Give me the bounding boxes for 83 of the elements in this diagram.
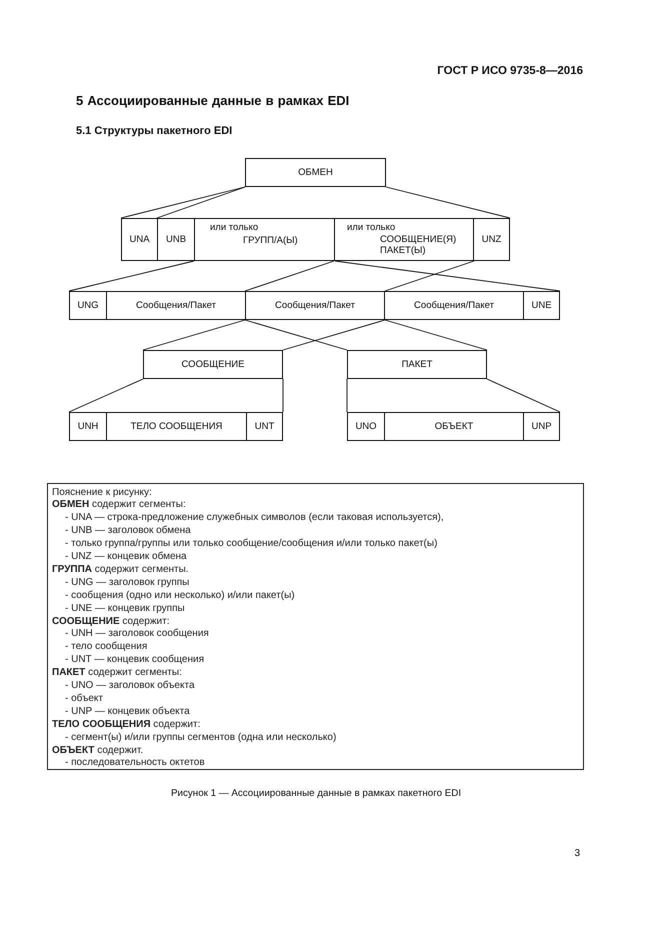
note-line: ОБЪЕКТ содержит.: [52, 744, 144, 756]
node-label: UNP: [531, 421, 552, 432]
expansion-line: [120, 186, 246, 218]
expansion-line: [282, 320, 386, 350]
expansion-line: [346, 378, 348, 412]
segment-box: [69, 412, 107, 441]
segment-box: [473, 218, 510, 261]
note-line: ТЕЛО СООБЩЕНИЯ содержит:: [52, 718, 200, 731]
note-line: - сегмент(ы) и/или группы сегментов (одна или несколько): [65, 732, 336, 744]
note-line: ОБМЕН содержит сегменты:: [52, 499, 186, 512]
section-heading: 5 Ассоциированные данные в рамках EDI: [76, 93, 350, 108]
expansion-line: [244, 320, 348, 350]
node-label: ТЕЛО СООБЩЕНИЯ: [130, 421, 222, 432]
segment-box: [523, 412, 560, 441]
expansion-line: [156, 186, 246, 218]
expansion-line: [386, 186, 510, 218]
node-label: Сообщения/Пакет: [414, 300, 494, 311]
segment-box: [347, 350, 487, 379]
segment-box: [106, 291, 246, 320]
node-label: UNB: [166, 234, 186, 245]
note-line: - UNT — концевик сообщения: [65, 654, 204, 666]
node-label: СООБЩЕНИЕ(Я) ПАКЕТ(Ы): [380, 234, 456, 256]
note-line: - UNZ — концевик обмена: [65, 551, 187, 563]
expansion-line: [244, 260, 334, 292]
running-header: ГОСТ Р ИСО 9735-8—2016: [437, 65, 583, 77]
node-label: UNA: [129, 234, 150, 245]
node-label: СООБЩЕНИЕ: [182, 359, 244, 370]
note-line: - UNH — заголовок сообщения: [65, 628, 209, 640]
segment-box: [106, 412, 247, 441]
node-label: ГРУПП/А(Ы): [243, 235, 298, 246]
page-number: 3: [574, 848, 580, 859]
note-line: - тело сообщения: [65, 641, 148, 654]
node-label: ОБМЕН: [298, 167, 333, 178]
segment-box: [143, 350, 283, 379]
expansion-line: [384, 320, 488, 350]
node-label: UNZ: [482, 234, 502, 245]
expansion-line: [68, 378, 144, 412]
note-line: - UNG — заголовок группы: [65, 576, 190, 589]
note-line: - только группа/группы или только сообщение/сообщения и/или только пакет(ы): [65, 538, 438, 550]
note-line: - UNB — заголовок обмена: [65, 525, 191, 538]
expansion-line: [334, 260, 560, 292]
expansion-line: [68, 260, 194, 292]
node-label: ПАКЕТ: [402, 359, 432, 370]
note-line: СООБЩЕНИЕ содержит:: [52, 616, 170, 628]
note-line: - UNA — строка-предложение служебных символов (если таковая используется),: [65, 512, 444, 524]
node-label: UNG: [77, 300, 99, 311]
note-line: - последовательность октетов: [65, 757, 205, 770]
note-line: Пояснение к рисунку:: [52, 486, 152, 498]
segment-box: [334, 218, 474, 261]
note-line: - UNO — заголовок объекта: [65, 680, 195, 692]
node-label: Сообщения/Пакет: [136, 300, 216, 311]
segment-box: [194, 218, 335, 261]
note-line: - объект: [65, 692, 103, 705]
segment-box: [157, 218, 195, 261]
segment-box: [121, 218, 158, 261]
note-line: - UNE — концевик группы: [65, 602, 185, 615]
note-line: - UNP — концевик объекта: [65, 706, 190, 718]
segment-box: [347, 412, 385, 441]
node-label: Сообщения/Пакет: [275, 300, 355, 311]
segment-box: [69, 291, 107, 320]
note-line: ПАКЕТ содержит сегменты:: [52, 667, 182, 680]
segment-box: [384, 412, 524, 441]
note-line: - сообщения (одно или несколько) и/или пакет(ы): [65, 590, 295, 602]
qualifier-label: или только: [210, 222, 258, 233]
structure-box: [245, 158, 386, 187]
note-line: ГРУППА содержит сегменты.: [52, 564, 189, 576]
node-label: ОБЪЕКТ: [434, 421, 474, 432]
expansion-line: [142, 320, 246, 350]
segment-box: [245, 291, 385, 320]
segment-box: [384, 291, 524, 320]
expansion-line: [282, 378, 284, 412]
segment-box: [246, 412, 283, 441]
qualifier-label: или только: [347, 222, 396, 233]
notes-panel: [47, 483, 584, 770]
expansion-line: [486, 378, 560, 412]
segment-box: [523, 291, 560, 320]
node-label: UNO: [355, 421, 377, 432]
node-label: UNH: [78, 421, 98, 432]
node-label: UNT: [254, 421, 274, 432]
figure-caption: Рисунок 1 — Ассоциированные данные в рамках пакетного EDI: [171, 788, 462, 799]
subsection-heading: 5.1 Структуры пакетного EDI: [76, 125, 232, 137]
node-label: UNE: [531, 300, 552, 311]
expansion-line: [384, 260, 474, 292]
